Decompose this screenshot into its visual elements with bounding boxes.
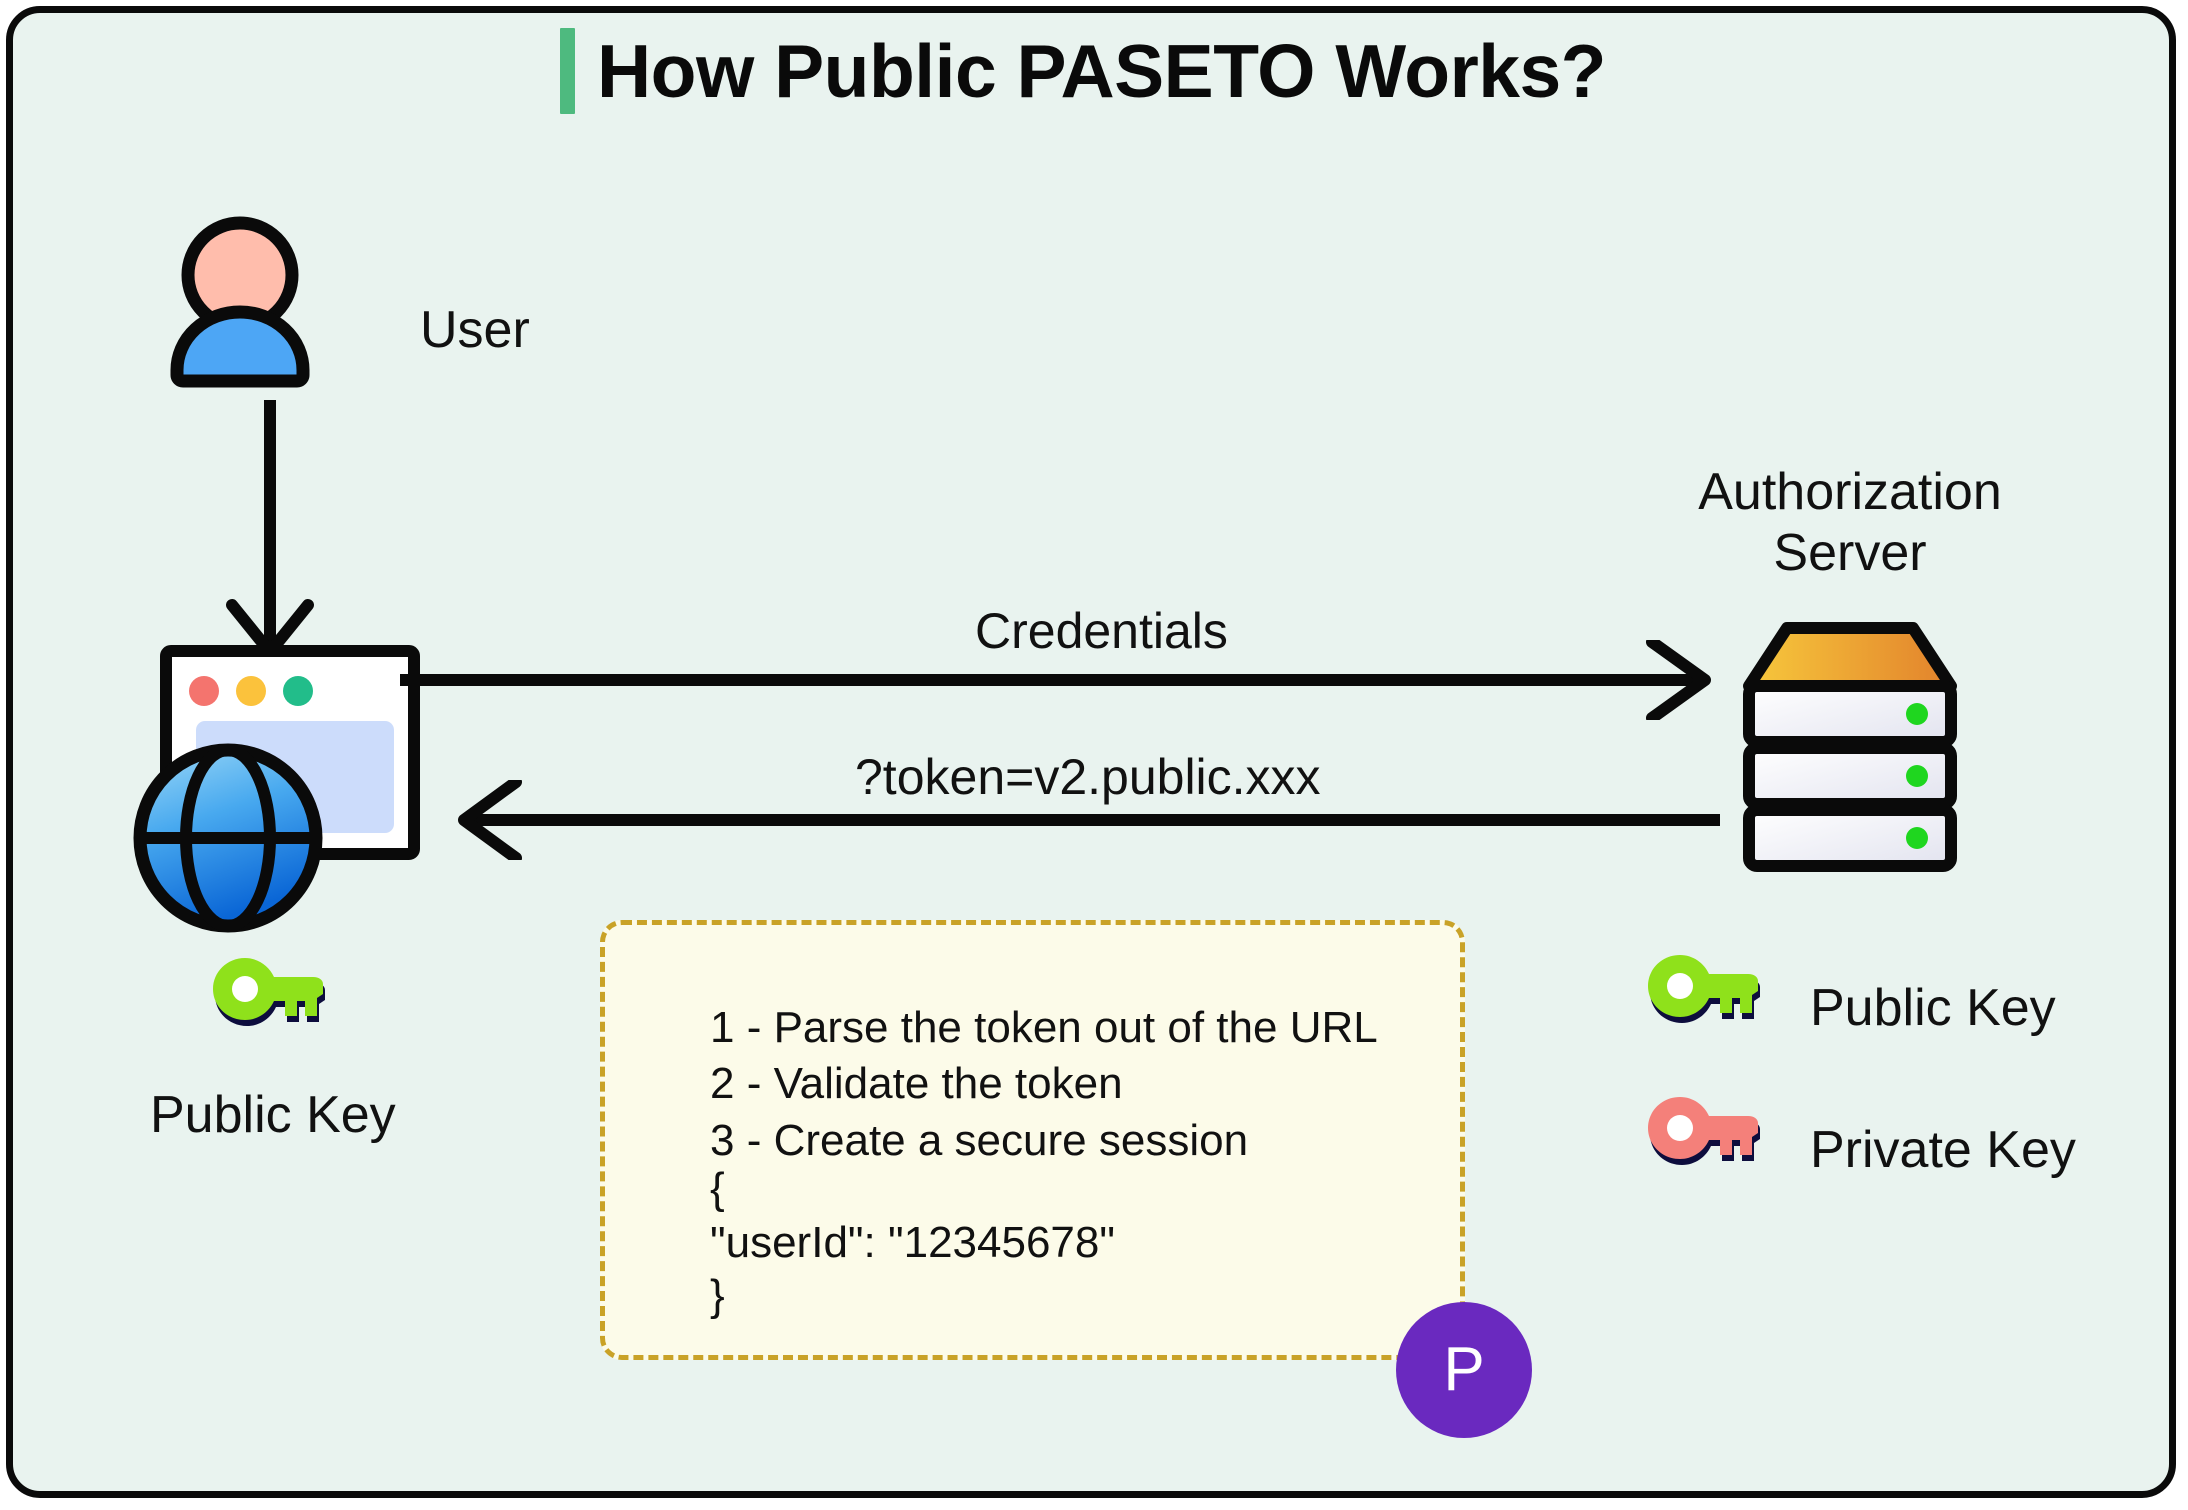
arrow-user-to-client bbox=[226, 400, 314, 658]
public-key-icon bbox=[213, 958, 325, 1026]
legend-private-key-label: Private Key bbox=[1810, 1121, 2076, 1179]
note-payload: { "userId": "12345678" } bbox=[710, 1164, 1115, 1321]
paseto-badge: P bbox=[1396, 1302, 1532, 1438]
title-text: How Public PASETO Works? bbox=[597, 29, 1607, 113]
user-avatar-icon bbox=[170, 216, 310, 388]
title-accent-bar bbox=[560, 28, 575, 114]
client-public-key-label: Public Key bbox=[150, 1086, 396, 1144]
legend-public-key-label: Public Key bbox=[1810, 979, 2056, 1037]
server-rack-icon bbox=[1743, 622, 1957, 872]
server-led bbox=[1906, 765, 1928, 787]
public-key-icon bbox=[1648, 955, 1760, 1023]
globe-icon bbox=[133, 743, 323, 933]
server-led bbox=[1906, 827, 1928, 849]
arrow-credentials bbox=[400, 640, 1711, 720]
traffic-light-yellow bbox=[236, 676, 266, 706]
traffic-light-green bbox=[283, 676, 313, 706]
private-key-icon bbox=[1648, 1097, 1760, 1165]
traffic-light-red bbox=[189, 676, 219, 706]
user-label: User bbox=[420, 301, 530, 359]
note-steps: 1 - Parse the token out of the URL 2 - V… bbox=[710, 1003, 1378, 1165]
flow-label-token: ?token=v2.public.xxx bbox=[855, 749, 1321, 805]
server-led bbox=[1906, 703, 1928, 725]
page-title: How Public PASETO Works? bbox=[560, 28, 1607, 114]
flow-label-credentials: Credentials bbox=[975, 603, 1228, 659]
note-box bbox=[600, 920, 1465, 1360]
arrow-token-response bbox=[458, 780, 1720, 860]
